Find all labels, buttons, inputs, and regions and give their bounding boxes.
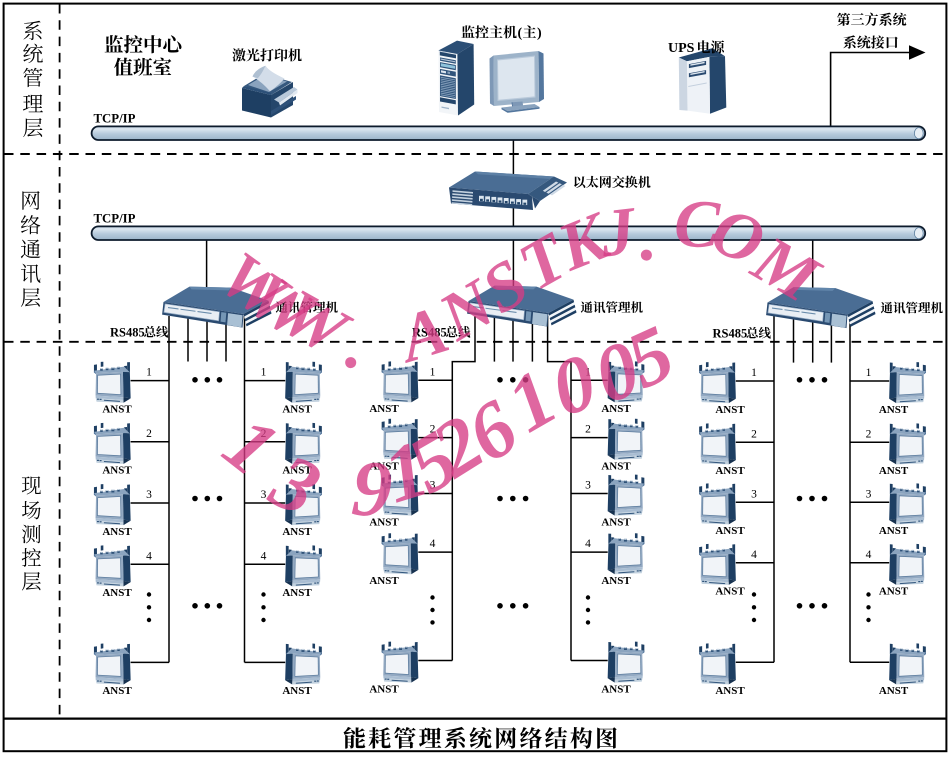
svg-text:3: 3 [751, 488, 757, 500]
svg-text:2: 2 [866, 428, 872, 440]
svg-text:ANST: ANST [601, 575, 631, 587]
svg-text:RS485: RS485 [412, 326, 447, 340]
svg-text:ANST: ANST [102, 465, 132, 477]
svg-text:1: 1 [430, 366, 436, 378]
svg-text:ANST: ANST [879, 404, 909, 416]
svg-text:3: 3 [146, 489, 152, 501]
svg-text:1: 1 [261, 367, 267, 379]
svg-text:ANST: ANST [879, 586, 909, 598]
svg-text:1: 1 [146, 367, 152, 379]
svg-text:ANST: ANST [102, 403, 132, 415]
svg-text:4: 4 [430, 538, 436, 550]
svg-text:ANST: ANST [879, 525, 909, 537]
svg-text:ANST: ANST [369, 575, 399, 587]
svg-text:ANST: ANST [879, 465, 909, 477]
svg-text:ANST: ANST [282, 685, 312, 697]
svg-text:ANST: ANST [715, 404, 745, 416]
svg-text:ANST: ANST [282, 526, 312, 538]
svg-text:ANST: ANST [102, 685, 132, 697]
svg-text:ANST: ANST [369, 516, 399, 528]
svg-text:UPS: UPS [668, 41, 695, 56]
svg-text:): ) [537, 26, 542, 41]
svg-text:ANST: ANST [282, 465, 312, 477]
svg-text:RS485: RS485 [713, 327, 748, 341]
svg-text:C: C [673, 185, 722, 263]
svg-text:1: 1 [585, 366, 591, 378]
svg-text:ANST: ANST [282, 403, 312, 415]
svg-text:2: 2 [146, 428, 152, 440]
svg-text:3: 3 [585, 480, 591, 492]
svg-text:ANST: ANST [102, 526, 132, 538]
svg-text:1: 1 [866, 367, 872, 379]
svg-text:ANST: ANST [879, 685, 909, 697]
svg-text:ANST: ANST [715, 586, 745, 598]
svg-text:9: 9 [350, 445, 395, 535]
svg-text:1: 1 [751, 367, 757, 379]
svg-text:2: 2 [751, 428, 757, 440]
svg-text:4: 4 [146, 550, 152, 562]
svg-text:RS485: RS485 [110, 326, 145, 340]
svg-text:ANST: ANST [369, 403, 399, 415]
svg-text:3: 3 [261, 489, 267, 501]
svg-text:ANST: ANST [369, 460, 399, 472]
svg-text:ANST: ANST [601, 516, 631, 528]
svg-text:3: 3 [430, 480, 436, 492]
svg-text:TCP/IP: TCP/IP [94, 111, 136, 125]
svg-text:(: ( [518, 26, 523, 41]
svg-text:2: 2 [585, 424, 591, 436]
svg-text:ANST: ANST [715, 685, 745, 697]
svg-text:ANST: ANST [601, 683, 631, 695]
svg-text:ANST: ANST [102, 587, 132, 599]
svg-text:2: 2 [261, 428, 267, 440]
svg-text:4: 4 [866, 549, 872, 561]
svg-text:ANST: ANST [601, 460, 631, 472]
svg-text:4: 4 [751, 549, 757, 561]
svg-text:ANST: ANST [715, 465, 745, 477]
svg-text:ANST: ANST [282, 587, 312, 599]
svg-text:ANST: ANST [715, 525, 745, 537]
svg-text:ANST: ANST [369, 683, 399, 695]
svg-text:TCP/IP: TCP/IP [94, 211, 136, 225]
svg-text:4: 4 [261, 550, 267, 562]
svg-text:2: 2 [430, 424, 436, 436]
svg-text:3: 3 [866, 488, 872, 500]
svg-text:ANST: ANST [601, 403, 631, 415]
svg-text:4: 4 [585, 538, 591, 550]
